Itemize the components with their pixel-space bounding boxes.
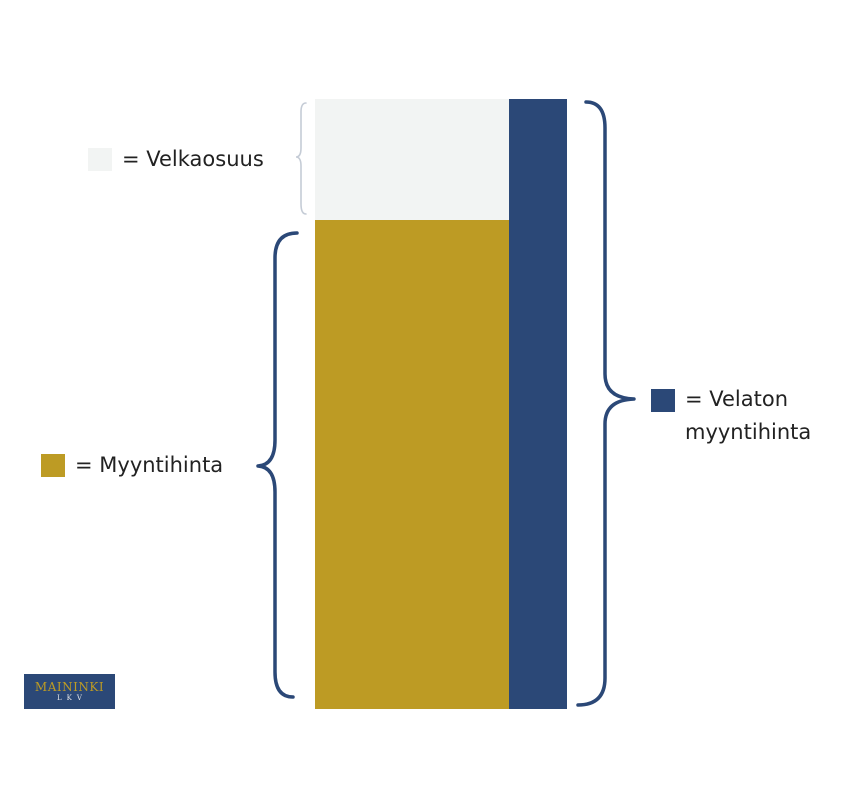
sales-price-swatch (41, 453, 65, 477)
legend-debt-share: = Velkaosuus (88, 147, 264, 171)
debt-free-price-block (509, 99, 567, 709)
debt-share-brace (295, 102, 307, 215)
logo-name: MAININKI (34, 679, 105, 694)
debt-free-price-brace (576, 100, 636, 707)
debt-share-block (315, 99, 509, 220)
debt-free-price-swatch (651, 389, 675, 412)
debt-share-swatch (88, 147, 112, 171)
logo-sub: LKV (57, 693, 87, 702)
sales-price-brace (256, 231, 299, 699)
debt-share-label: = Velkaosuus (122, 147, 264, 171)
legend-debt-free-price: = Velaton myyntihinta (651, 387, 811, 449)
legend-sales-price: = Myyntihinta (41, 453, 223, 477)
debt-free-price-label: = Velaton myyntihinta (685, 383, 811, 449)
sales-price-block (315, 220, 509, 709)
sales-price-label: = Myyntihinta (75, 453, 224, 477)
company-logo: MAININKI LKV (24, 674, 115, 709)
debt-free-price-label-line2: myyntihinta (685, 420, 812, 444)
debt-free-price-label-line1: = Velaton (685, 387, 789, 411)
